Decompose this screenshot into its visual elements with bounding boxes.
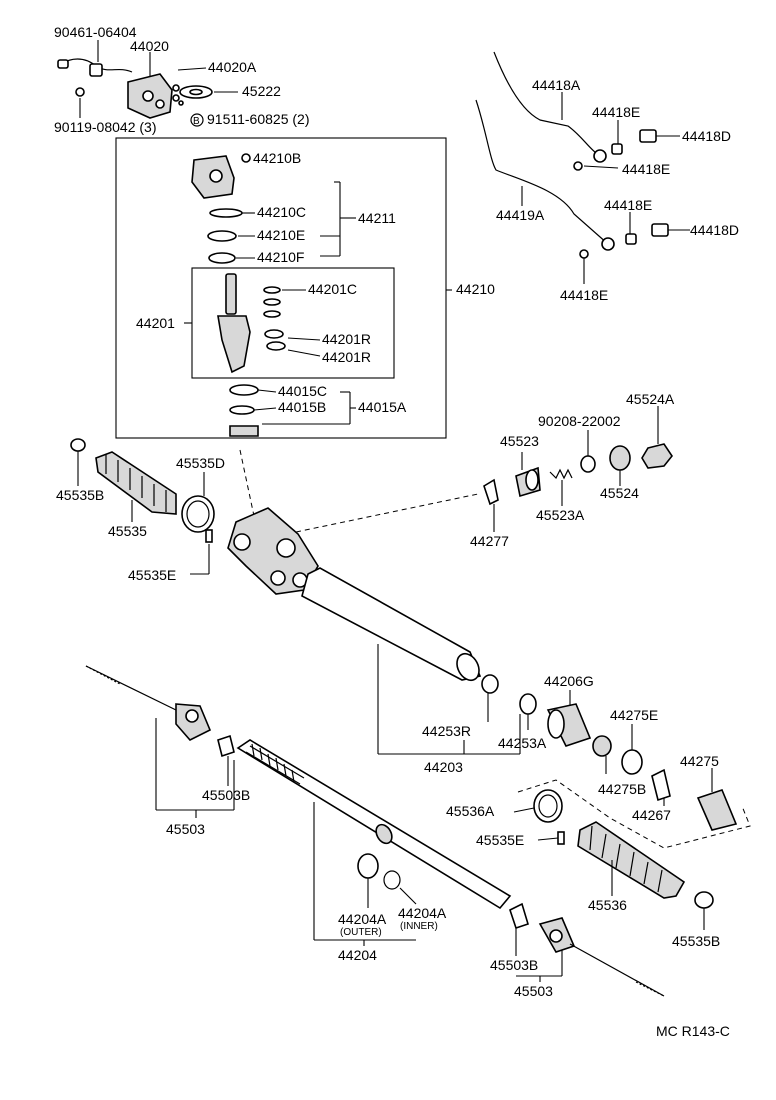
part-label: 45535B [672,933,720,949]
valve-housing-44210b [191,155,235,199]
part-label: 45524 [600,485,639,501]
part-label: 44210E [257,227,305,243]
right-boot-45536 [577,821,686,899]
part-label: 44253A [498,735,547,751]
part-label: 44201 [136,315,175,331]
part-label: (OUTER) [340,927,382,938]
part-label: 44267 [632,807,671,823]
part-label: 45535D [176,455,225,471]
tie-rod-right-45503 [538,917,665,997]
part-label: 44201C [308,281,357,297]
part-label: 45503 [166,821,205,837]
part-label: (INNER) [400,921,438,932]
part-label: 45535 [108,523,147,539]
part-label: 44275E [610,707,658,723]
pinion-shaft [217,273,251,374]
part-label: 44275B [598,781,646,797]
part-label: 44203 [424,759,463,775]
part-label: 90461-06404 [54,24,137,40]
part-label: 44210B [253,150,301,166]
part-label: 45503 [514,983,553,999]
part-label: 45503B [202,787,250,803]
part-label: 44211 [358,210,396,226]
part-label: 45524A [626,391,675,407]
part-label: 44419A [496,207,545,223]
part-label: 44418A [532,77,581,93]
valve-assembly-box [115,137,447,439]
tie-rod-left-45503 [85,665,212,741]
pressure-tubes [475,51,615,251]
part-label: 44277 [470,533,509,549]
part-label: 44204A [338,911,387,927]
part-label: 44206G [544,673,594,689]
b-bolt-icon [190,113,204,127]
part-label: 90119-08042 (3) [54,119,156,135]
end-cap-44275 [696,789,738,831]
part-label: 44210C [257,204,306,220]
part-label: 44418D [690,222,739,238]
part-label: 45222 [242,83,281,99]
part-label: 44253R [422,723,471,739]
part-label: 44015B [278,399,326,415]
part-label: 44020A [208,59,257,75]
part-label: 44204A [398,905,447,921]
part-label: 45523 [500,433,539,449]
cylinder-end-stopper-44206g [546,703,592,747]
part-label: 44418E [622,161,670,177]
part-label: 45536 [588,897,627,913]
part-label: 45523A [536,507,585,523]
part-label: 44210F [257,249,304,265]
part-label: 44015A [358,399,407,415]
part-label: 44204 [338,947,377,963]
part-label: 45535E [128,567,176,583]
bolt-icon [75,87,85,97]
part-label: 44275 [680,753,719,769]
part-label: 45535B [56,487,104,503]
part-label: 44210 [456,281,495,297]
part-label: 44418E [560,287,608,303]
valve-sensor-group [57,58,213,127]
part-label: 44020 [130,38,169,54]
part-label: 45536A [446,803,495,819]
bolt-b-mark: B [193,116,200,127]
part-label: 45535E [476,832,524,848]
figure-code: MC R143-C [656,1023,730,1039]
steering-rack-44204 [236,739,512,910]
part-label: 44418D [682,128,731,144]
part-label: 44201R [322,349,371,365]
part-label: 90208-22002 [538,413,621,429]
gear-housing-44203 [227,507,482,682]
part-label: 44418E [604,197,652,213]
part-label: 44418E [592,104,640,120]
part-label: 44201R [322,331,371,347]
left-boot-45535 [95,451,177,515]
part-label: 45503B [490,957,538,973]
part-label: 44015C [278,383,327,399]
part-label: 91511-60825 (2) [207,111,309,127]
